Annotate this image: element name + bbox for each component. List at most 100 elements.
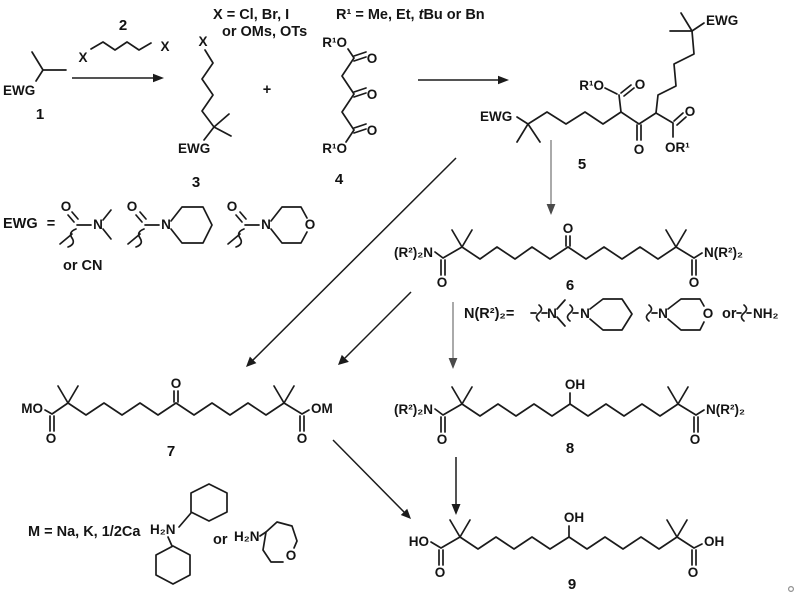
n-label: N	[580, 306, 590, 321]
bond-methyls-left	[516, 123, 541, 143]
m-or: or	[213, 532, 228, 548]
bond-ester-left	[604, 87, 622, 113]
double-bond	[67, 211, 79, 223]
double-bond	[135, 211, 147, 223]
h2n-label: H₂N	[150, 522, 176, 537]
bond-methyls-right	[667, 386, 689, 405]
compound-number: 4	[335, 171, 344, 188]
bond	[201, 49, 215, 128]
amide-left-label: (R²)₂N	[394, 245, 433, 260]
bond-chain-right	[568, 536, 678, 550]
o-acid-right-label: O	[688, 565, 699, 580]
ewg-option-piperidinamide: O N	[127, 199, 213, 248]
bond-methyls-right	[666, 519, 688, 538]
o-bottom-label: O	[367, 123, 378, 138]
double-bond-right	[691, 549, 697, 566]
double-bond	[235, 211, 247, 223]
bond-ring-bottom	[167, 536, 173, 547]
bond-chain-right	[569, 403, 679, 417]
bond-chain-left	[461, 403, 571, 417]
x-left-label: X	[78, 50, 87, 65]
arrow-head	[153, 73, 164, 83]
bond-acid-left	[430, 536, 461, 549]
arrow-1-to-3	[72, 73, 164, 83]
ewg-right-label: EWG	[706, 13, 738, 28]
o-mid-label: O	[367, 87, 378, 102]
double-bond-left	[440, 416, 446, 433]
bond-chain-right	[175, 402, 285, 416]
nr2-legend-label: N(R²)₂=	[464, 306, 514, 322]
x-options-line1: X = Cl, Br, I	[213, 7, 289, 23]
ewg-legend-label: EWG	[3, 216, 38, 232]
ring	[170, 206, 213, 244]
bond-chain-left	[459, 536, 570, 550]
ewg-option-dimethylamide: O N	[59, 199, 112, 248]
n-label: N	[161, 217, 171, 232]
arrow-head	[400, 508, 411, 519]
arrow-line	[344, 291, 412, 359]
compound-number: 8	[566, 440, 574, 457]
o-ester-right-label: O	[685, 104, 696, 119]
plus-sign: +	[263, 82, 271, 98]
arrow-head	[246, 356, 257, 367]
bond-methyls-left	[451, 386, 473, 405]
o-left-label: O	[46, 431, 57, 446]
bond-chain-left	[67, 402, 177, 416]
bond-ewg-left	[516, 116, 529, 125]
cyclohexyl-ring-top	[190, 483, 228, 522]
bond-acid-right	[676, 536, 703, 549]
r1o-bottom-label: R¹O	[322, 141, 347, 156]
oh-label: OH	[564, 510, 584, 525]
legend-m: M = Na, K, 1/2Ca H₂N or H₂N O	[28, 483, 298, 585]
double-bond-left	[440, 259, 446, 276]
arrow-5-to-7	[246, 157, 457, 367]
bond-ester-right	[655, 112, 674, 138]
arrow-head	[338, 354, 349, 365]
mo-label: MO	[21, 401, 43, 416]
compound-5: EWG R¹O O O O OR¹ EWG 5	[480, 12, 738, 173]
o-acid-left-label: O	[435, 565, 446, 580]
oh-right-label: OH	[704, 534, 724, 549]
ewg-label: EWG	[3, 83, 35, 98]
n-label: N	[261, 217, 271, 232]
compound-number: 6	[566, 277, 574, 294]
ho-label: HO	[409, 534, 429, 549]
bond-ewg	[203, 126, 215, 141]
compound-9: HO O OH O OH 9	[409, 510, 725, 593]
r1-suffix: Bu or Bn	[423, 7, 484, 23]
nr2-or: or	[722, 306, 737, 322]
or1-label: OR¹	[665, 140, 690, 155]
bond-methyls-right	[669, 12, 693, 32]
double-bond-ester-right	[673, 112, 687, 126]
bond-chain-right	[567, 246, 677, 260]
bond-ester-left	[44, 402, 69, 415]
n-label: N	[93, 217, 103, 232]
o-top-label: O	[367, 51, 378, 66]
cyclohexyl-ring-bottom	[155, 545, 191, 585]
bond-amide-right	[677, 403, 705, 416]
arrow-line	[332, 439, 405, 513]
ewg-label: EWG	[178, 141, 210, 156]
bond-methyls-left	[451, 229, 473, 248]
arrow-head	[451, 504, 461, 515]
arrow-3-4-to-5	[418, 75, 509, 85]
bond-methyls-right	[273, 385, 295, 404]
double-bond-bottom	[353, 123, 367, 134]
bond-methyls	[213, 113, 232, 137]
double-bond-right	[691, 259, 697, 276]
oh-label: OH	[565, 377, 585, 392]
o-amide-left-label: O	[437, 432, 448, 447]
legend-nr2: N(R²)₂= N N N O or NH₂	[464, 298, 779, 331]
r1-options-text: R¹ = Me, Et, tBu or Bn	[336, 7, 485, 23]
bond-methyls-right	[665, 229, 687, 248]
ring	[270, 206, 308, 244]
compound-6: (R²)₂N O O O N(R²)₂ 6	[394, 221, 743, 294]
compound-4: R¹O O O O R¹O 4	[322, 35, 377, 188]
o-amide-right-label: O	[690, 432, 701, 447]
double-bond-top	[353, 51, 367, 62]
bond-methyls-left	[449, 519, 471, 538]
bond-backbone	[341, 48, 355, 143]
legend-r1-options: R¹ = Me, Et, tBu or Bn	[336, 7, 485, 23]
